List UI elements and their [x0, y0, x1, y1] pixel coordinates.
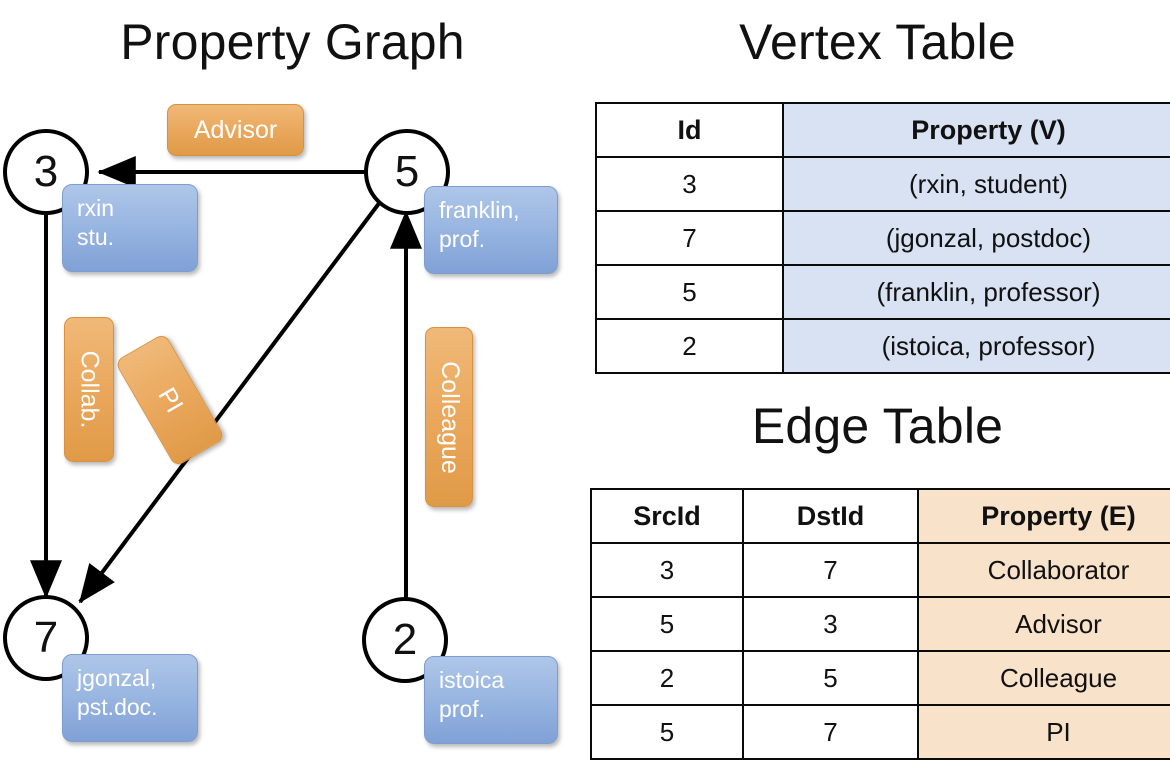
property-graph-title: Property Graph	[120, 14, 465, 70]
graph-node-3-label: 3	[33, 147, 59, 196]
vertex-table-header-row: Id Property (V)	[595, 102, 1170, 158]
vertex-table-title: Vertex Table	[739, 14, 1016, 70]
node-5-property-line1: franklin,	[439, 197, 520, 223]
vertex-table-header-id: Id	[595, 102, 784, 158]
node-2-property-box[interactable]: istoica prof.	[424, 656, 558, 744]
property-graph-diagram: 3 5 7 2 rxin stu. franklin, prof. jgonza…	[0, 84, 585, 760]
edge-label-colleague[interactable]: Colleague	[425, 327, 473, 507]
vertex-table: Id Property (V) 3 (rxin, student) 7 (jgo…	[595, 102, 1170, 374]
vertex-cell-property: (jgonzal, postdoc)	[782, 210, 1170, 266]
table-row[interactable]: 5 3 Advisor	[590, 596, 1170, 652]
vertex-table-header-property: Property (V)	[782, 102, 1170, 158]
edge-table-header-property: Property (E)	[917, 488, 1170, 544]
table-row[interactable]: 3 7 Collaborator	[590, 542, 1170, 598]
edge-cell-srcid: 3	[590, 542, 744, 598]
table-row[interactable]: 5 7 PI	[590, 704, 1170, 760]
edge-table-header-srcid: SrcId	[590, 488, 744, 544]
graph-node-5[interactable]: 5	[364, 129, 450, 215]
edge-cell-property: Advisor	[917, 596, 1170, 652]
table-row[interactable]: 2 5 Colleague	[590, 650, 1170, 706]
vertex-cell-id: 5	[595, 264, 784, 320]
edge-label-advisor-text: Advisor	[193, 115, 278, 144]
node-5-property-line2: prof.	[439, 226, 486, 252]
table-row[interactable]: 7 (jgonzal, postdoc)	[595, 210, 1170, 266]
edge-table-header-row: SrcId DstId Property (E)	[590, 488, 1170, 544]
edge-table-title: Edge Table	[751, 398, 1004, 454]
edge-5-to-7	[78, 200, 382, 604]
graph-node-2-label: 2	[392, 615, 418, 664]
table-row[interactable]: 2 (istoica, professor)	[595, 318, 1170, 374]
edge-cell-dstid: 7	[742, 704, 919, 760]
edge-cell-dstid: 5	[742, 650, 919, 706]
edge-label-pi-text: PI	[152, 382, 189, 417]
edge-label-advisor[interactable]: Advisor	[167, 104, 304, 156]
edge-cell-srcid: 5	[590, 704, 744, 760]
table-row[interactable]: 5 (franklin, professor)	[595, 264, 1170, 320]
edge-cell-srcid: 5	[590, 596, 744, 652]
graph-node-5-label: 5	[394, 147, 420, 196]
vertex-cell-property: (istoica, professor)	[782, 318, 1170, 374]
edge-label-collab-text: Collab.	[75, 350, 104, 429]
edge-cell-property: Collaborator	[917, 542, 1170, 598]
edge-cell-srcid: 2	[590, 650, 744, 706]
graph-node-3[interactable]: 3	[3, 129, 89, 215]
node-7-property-line2: pst.doc.	[77, 694, 158, 720]
node-3-property-line2: stu.	[77, 224, 115, 250]
node-7-property-box[interactable]: jgonzal, pst.doc.	[62, 654, 198, 742]
vertex-cell-id: 7	[595, 210, 784, 266]
node-3-property-box[interactable]: rxin stu.	[62, 184, 198, 272]
node-5-property-box[interactable]: franklin, prof.	[424, 186, 558, 274]
edge-table-header-dstid: DstId	[742, 488, 919, 544]
edge-table: SrcId DstId Property (E) 3 7 Collaborato…	[590, 488, 1170, 760]
edge-label-colleague-text: Colleague	[435, 360, 464, 474]
node-2-property-line2: prof.	[439, 696, 486, 722]
vertex-cell-id: 2	[595, 318, 784, 374]
edge-cell-property: PI	[917, 704, 1170, 760]
vertex-cell-property: (rxin, student)	[782, 156, 1170, 212]
node-3-property-line1: rxin	[77, 195, 115, 221]
edge-label-collab[interactable]: Collab.	[64, 317, 114, 462]
graph-node-7-label: 7	[33, 613, 59, 662]
vertex-cell-id: 3	[595, 156, 784, 212]
edge-cell-dstid: 7	[742, 542, 919, 598]
graph-edges-svg	[30, 156, 422, 640]
edge-cell-property: Colleague	[917, 650, 1170, 706]
vertex-cell-property: (franklin, professor)	[782, 264, 1170, 320]
table-row[interactable]: 3 (rxin, student)	[595, 156, 1170, 212]
node-7-property-line1: jgonzal,	[77, 665, 157, 691]
node-2-property-line1: istoica	[439, 667, 505, 693]
edge-cell-dstid: 3	[742, 596, 919, 652]
